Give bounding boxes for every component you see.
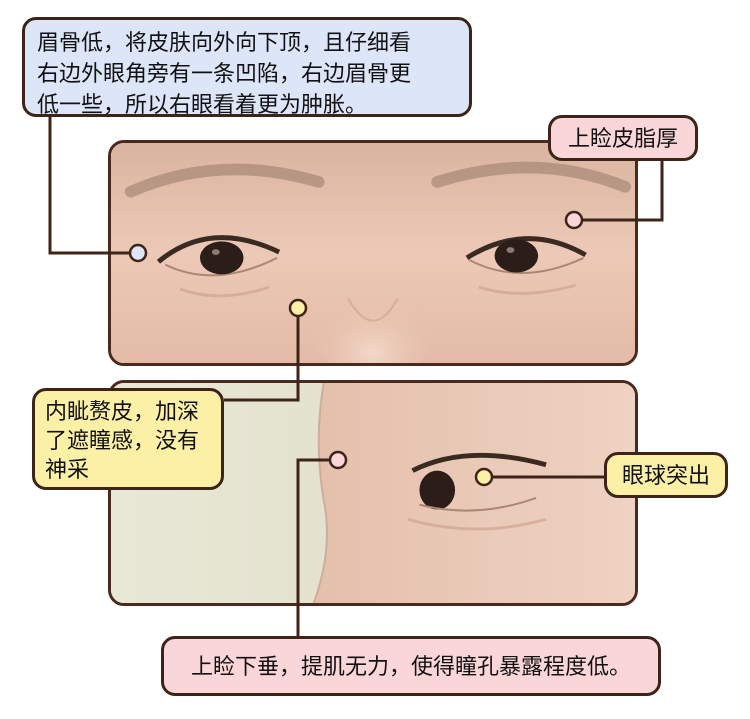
callout-ptosis: 上睑下垂，提肌无力，使得瞳孔暴露程度低。 [161, 636, 661, 696]
callout-epicanthus: 内眦赘皮，加深 了遮瞳感，没有 神采 [32, 388, 224, 490]
callout-upper-lid-fat: 上睑皮脂厚 [548, 115, 698, 161]
callout-eyeball-protrusion: 眼球突出 [604, 452, 728, 498]
frontal-eyes-photo [108, 140, 638, 366]
callout-brow-bone: 眉骨低，将皮肤向外向下顶，且仔细看 右边外眼角旁有一条凹陷，右边眉骨更 低一些，… [22, 17, 472, 118]
